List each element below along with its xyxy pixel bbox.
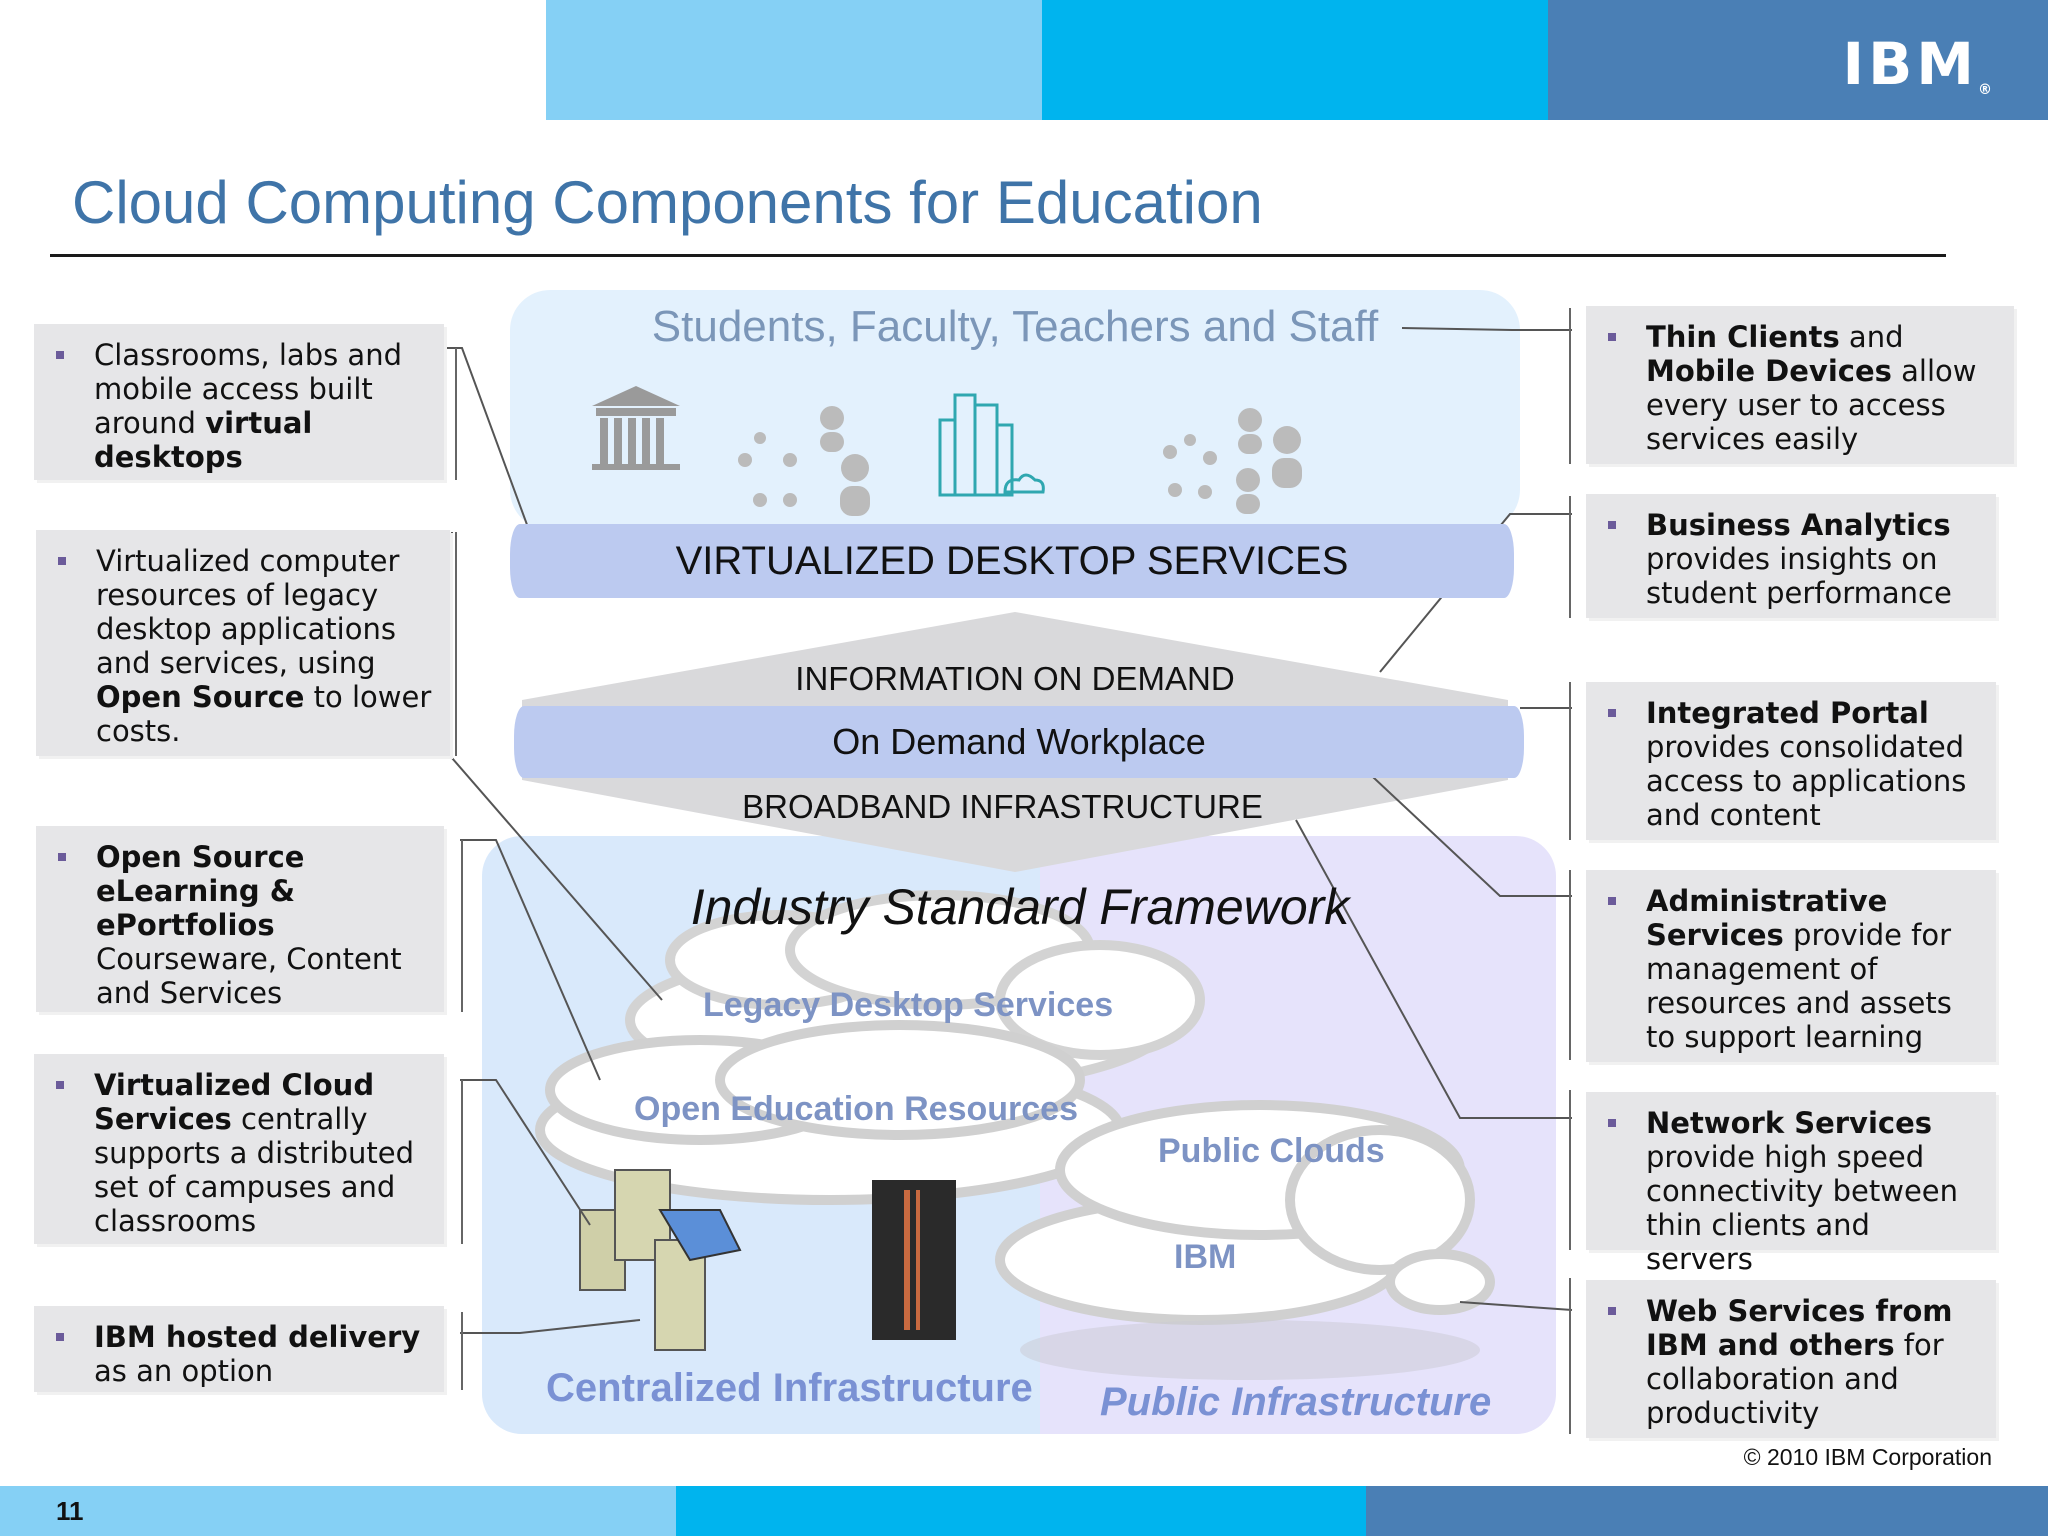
building-icon — [592, 386, 680, 470]
footer-segment-mid — [676, 1486, 1366, 1536]
bullet-text: provide for management of resources and … — [1646, 918, 1952, 1054]
bullet-item: Network Services provide high speed conn… — [1606, 1106, 1982, 1276]
right-box-administrative-services: Administrative Services provide for mana… — [1586, 870, 1996, 1062]
bracket-lines — [455, 308, 1571, 1434]
bullet-bold-text: Business Analytics — [1646, 508, 1951, 542]
server-rack-icon — [579, 1169, 742, 1351]
centralized-infrastructure-label: Centralized Infrastructure — [546, 1366, 1033, 1410]
users-panel — [510, 290, 1520, 530]
people-group-icon-2 — [1163, 408, 1302, 514]
connector-lines — [444, 327, 1573, 1334]
right-box-web-services: Web Services from IBM and others for col… — [1586, 1280, 1996, 1438]
users-title: Students, Faculty, Teachers and Staff — [651, 302, 1379, 351]
on-demand-workplace-band: On Demand Workplace — [514, 706, 1524, 778]
banner-segment-dark — [1548, 0, 2048, 120]
bullet-item: Open Source eLearning & ePortfolios Cour… — [56, 840, 430, 1010]
framework-title: Industry Standard Framework — [690, 879, 1350, 935]
city-icon — [938, 393, 1045, 497]
bullet-bold-text: virtual desktops — [94, 406, 313, 474]
bullet-bold-text: Mobile Devices — [1646, 354, 1892, 388]
cloud-shadow — [1020, 1320, 1480, 1380]
left-box-elearning: Open Source eLearning & ePortfolios Cour… — [36, 826, 444, 1012]
virtualized-desktop-band: VIRTUALIZED DESKTOP SERVICES — [510, 524, 1514, 598]
bullet-text: Classrooms, labs and mobile access built… — [94, 338, 402, 440]
bullet-text: allow every user to access services easi… — [1646, 354, 1977, 456]
bullet-text: Virtualized computer resources of legacy… — [96, 544, 400, 680]
right-box-network-services: Network Services provide high speed conn… — [1586, 1092, 1996, 1276]
legacy-desktop-label: Legacy Desktop Services — [703, 986, 1114, 1024]
bullet-bold-text: Network Services — [1646, 1106, 1933, 1140]
right-box-business-analytics: Business Analytics provides insights on … — [1586, 494, 1996, 618]
bottom-banner — [0, 1486, 2048, 1536]
bullet-item: Virtualized computer resources of legacy… — [56, 544, 436, 748]
bullet-item: Integrated Portal provides consolidated … — [1606, 696, 1982, 832]
banner-segment-mid — [1042, 0, 1548, 120]
bullet-text: for collaboration and productivity — [1646, 1328, 1944, 1430]
public-infrastructure-label: Public Infrastructure — [1100, 1380, 1492, 1424]
right-box-integrated-portal: Integrated Portal provides consolidated … — [1586, 682, 1996, 840]
ibm-logo: IBM® — [1842, 30, 1996, 98]
bullet-item: IBM hosted delivery as an option — [54, 1320, 430, 1388]
mainframe-icon — [872, 1180, 956, 1340]
bullet-item: Administrative Services provide for mana… — [1606, 884, 1982, 1054]
right-box-thin-clients: Thin Clients and Mobile Devices allow ev… — [1586, 306, 2014, 464]
left-box-virtual-desktops: Classrooms, labs and mobile access built… — [34, 324, 444, 480]
bullet-text: to lower costs. — [96, 680, 432, 748]
bullet-bold-text: Administrative Services — [1646, 884, 1888, 952]
left-box-hosted-delivery: IBM hosted delivery as an option — [34, 1306, 444, 1392]
page-number: 11 — [56, 1496, 84, 1526]
bullet-item: Virtualized Cloud Services centrally sup… — [54, 1068, 430, 1238]
page-title: Cloud Computing Components for Education — [72, 169, 1263, 236]
left-box-open-source: Virtualized computer resources of legacy… — [36, 530, 450, 756]
bullet-bold-text: IBM hosted delivery — [94, 1320, 421, 1354]
bullet-bold-text: Web Services from IBM and others — [1646, 1294, 1953, 1362]
open-education-cloud — [535, 1020, 1125, 1205]
bullet-bold-text: Open Source eLearning & ePortfolios — [96, 840, 305, 942]
people-group-icon-1 — [738, 406, 870, 516]
bullet-text: and — [1839, 320, 1904, 354]
footer-segment-dark — [1366, 1486, 2048, 1536]
bullet-item: Web Services from IBM and others for col… — [1606, 1294, 1982, 1430]
bullet-bold-text: Virtualized Cloud Services — [94, 1068, 375, 1136]
broadband-label: BROADBAND INFRASTRUCTURE — [742, 788, 1263, 825]
public-clouds-label: Public Clouds — [1158, 1132, 1385, 1170]
bullet-item: Classrooms, labs and mobile access built… — [54, 338, 430, 474]
bullet-text: centrally supports a distributed set of … — [94, 1102, 414, 1238]
ibm-cloud-label: IBM — [1174, 1238, 1237, 1276]
title-divider — [50, 254, 1946, 257]
bullet-bold-text: Open Source — [96, 680, 305, 714]
bullet-bold-text: Thin Clients — [1646, 320, 1840, 354]
bullet-text: provide high speed connectivity between … — [1646, 1140, 1959, 1276]
left-box-cloud-services: Virtualized Cloud Services centrally sup… — [34, 1054, 444, 1244]
bullet-bold-text: Integrated Portal — [1646, 696, 1929, 730]
public-cloud — [995, 1100, 1495, 1325]
copyright: © 2010 IBM Corporation — [1743, 1444, 1992, 1470]
bullet-item: Thin Clients and Mobile Devices allow ev… — [1606, 320, 2000, 456]
open-education-label: Open Education Resources — [634, 1090, 1078, 1128]
bullet-text: Courseware, Content and Services — [96, 942, 402, 1010]
bullet-text: provides insights on student performance — [1646, 542, 1952, 610]
bullet-item: Business Analytics provides insights on … — [1606, 508, 1982, 610]
bullet-text: as an option — [94, 1354, 274, 1388]
footer-segment-light — [0, 1486, 676, 1536]
banner-segment-light — [546, 0, 1042, 120]
information-on-demand-label: INFORMATION ON DEMAND — [795, 660, 1235, 697]
top-banner: IBM® — [0, 0, 2048, 120]
bullet-text: provides consolidated access to applicat… — [1646, 730, 1967, 832]
